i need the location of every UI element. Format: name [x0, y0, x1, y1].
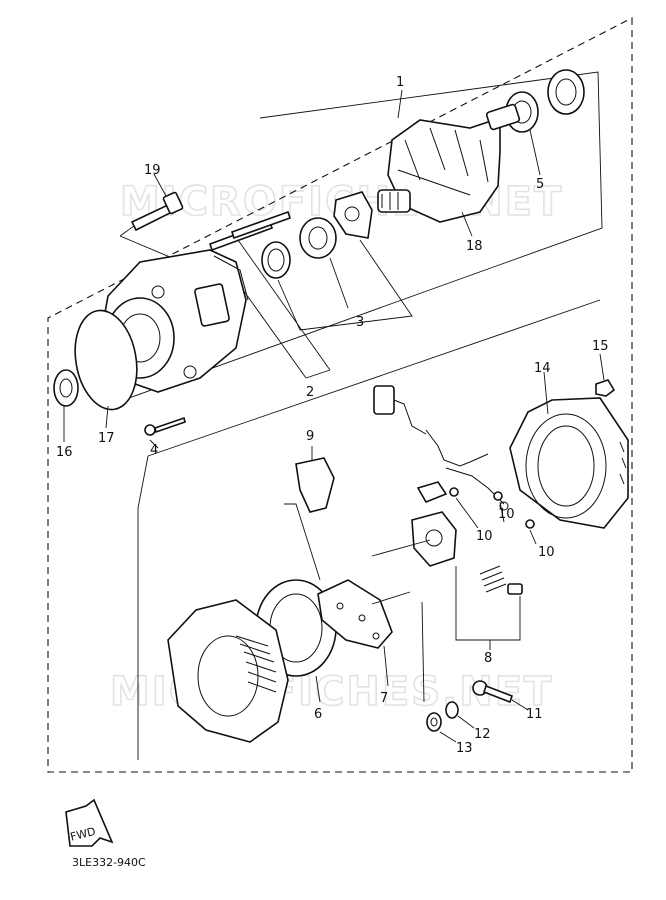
callout-18: 18 [466, 239, 483, 254]
callout-5: 5 [536, 177, 544, 192]
brush-cover-part-9 [295, 457, 335, 513]
callout-12: 12 [474, 727, 491, 742]
leader-1 [397, 89, 403, 119]
leader-17 [105, 405, 109, 429]
callout-10a: 10 [476, 529, 493, 544]
callout-11: 11 [526, 707, 543, 722]
nut-part-15 [595, 379, 616, 397]
leader-19 [153, 173, 167, 197]
callout-13: 13 [456, 741, 473, 756]
bearing-part-3 [261, 191, 373, 279]
leader-7 [383, 645, 389, 687]
bolt-part-19 [130, 191, 184, 232]
fwd-label: FWD [69, 825, 97, 844]
assembly-boundary [47, 17, 633, 773]
rotor-part [377, 103, 521, 223]
brush-spring-part-8 [479, 565, 523, 595]
callout-9: 9 [306, 429, 314, 444]
terminal-plate [416, 481, 535, 529]
fwd-arrow-icon [65, 798, 114, 847]
bracket-lower-leaders [284, 503, 431, 703]
leader-5 [529, 129, 541, 176]
bracket-8 [455, 566, 521, 650]
leader-18 [461, 211, 473, 237]
rear-housing [167, 599, 289, 743]
callout-14: 14 [534, 361, 551, 376]
leader-6 [315, 675, 321, 703]
callout-2: 2 [306, 385, 314, 400]
bracket-lower [137, 299, 601, 760]
leaders-11-13 [439, 699, 529, 743]
rear-cover-part [509, 397, 629, 529]
screw-part-11 [472, 680, 514, 704]
leader-14 [543, 371, 549, 415]
leader-4 [149, 439, 159, 449]
rectifier-part [317, 579, 393, 649]
callout-3: 3 [356, 315, 364, 330]
callout-4: 4 [150, 443, 158, 458]
callout-10c: 10 [538, 545, 555, 560]
callout-16: 16 [56, 445, 73, 460]
callout-19: 19 [144, 163, 161, 178]
washer-part-13 [426, 712, 442, 732]
diagram-code: 3LE332-940C [72, 856, 146, 869]
callout-10b: 10 [498, 507, 515, 522]
bolt-part-4 [144, 416, 186, 436]
callout-8: 8 [484, 651, 492, 666]
regulator-part [411, 511, 457, 567]
o-ring-part [74, 309, 138, 411]
callout-1: 1 [396, 75, 404, 90]
callout-6: 6 [314, 707, 322, 722]
callout-7: 7 [380, 691, 388, 706]
leaders-10 [455, 497, 537, 545]
washer-part-12 [445, 701, 459, 719]
bracket-3 [277, 239, 413, 331]
wire-harness [373, 385, 509, 511]
callout-17: 17 [98, 431, 115, 446]
callout-15: 15 [592, 339, 609, 354]
leader-15 [599, 353, 605, 381]
oil-seal-part [53, 369, 79, 407]
stud-bolt-part-2 [208, 210, 292, 252]
